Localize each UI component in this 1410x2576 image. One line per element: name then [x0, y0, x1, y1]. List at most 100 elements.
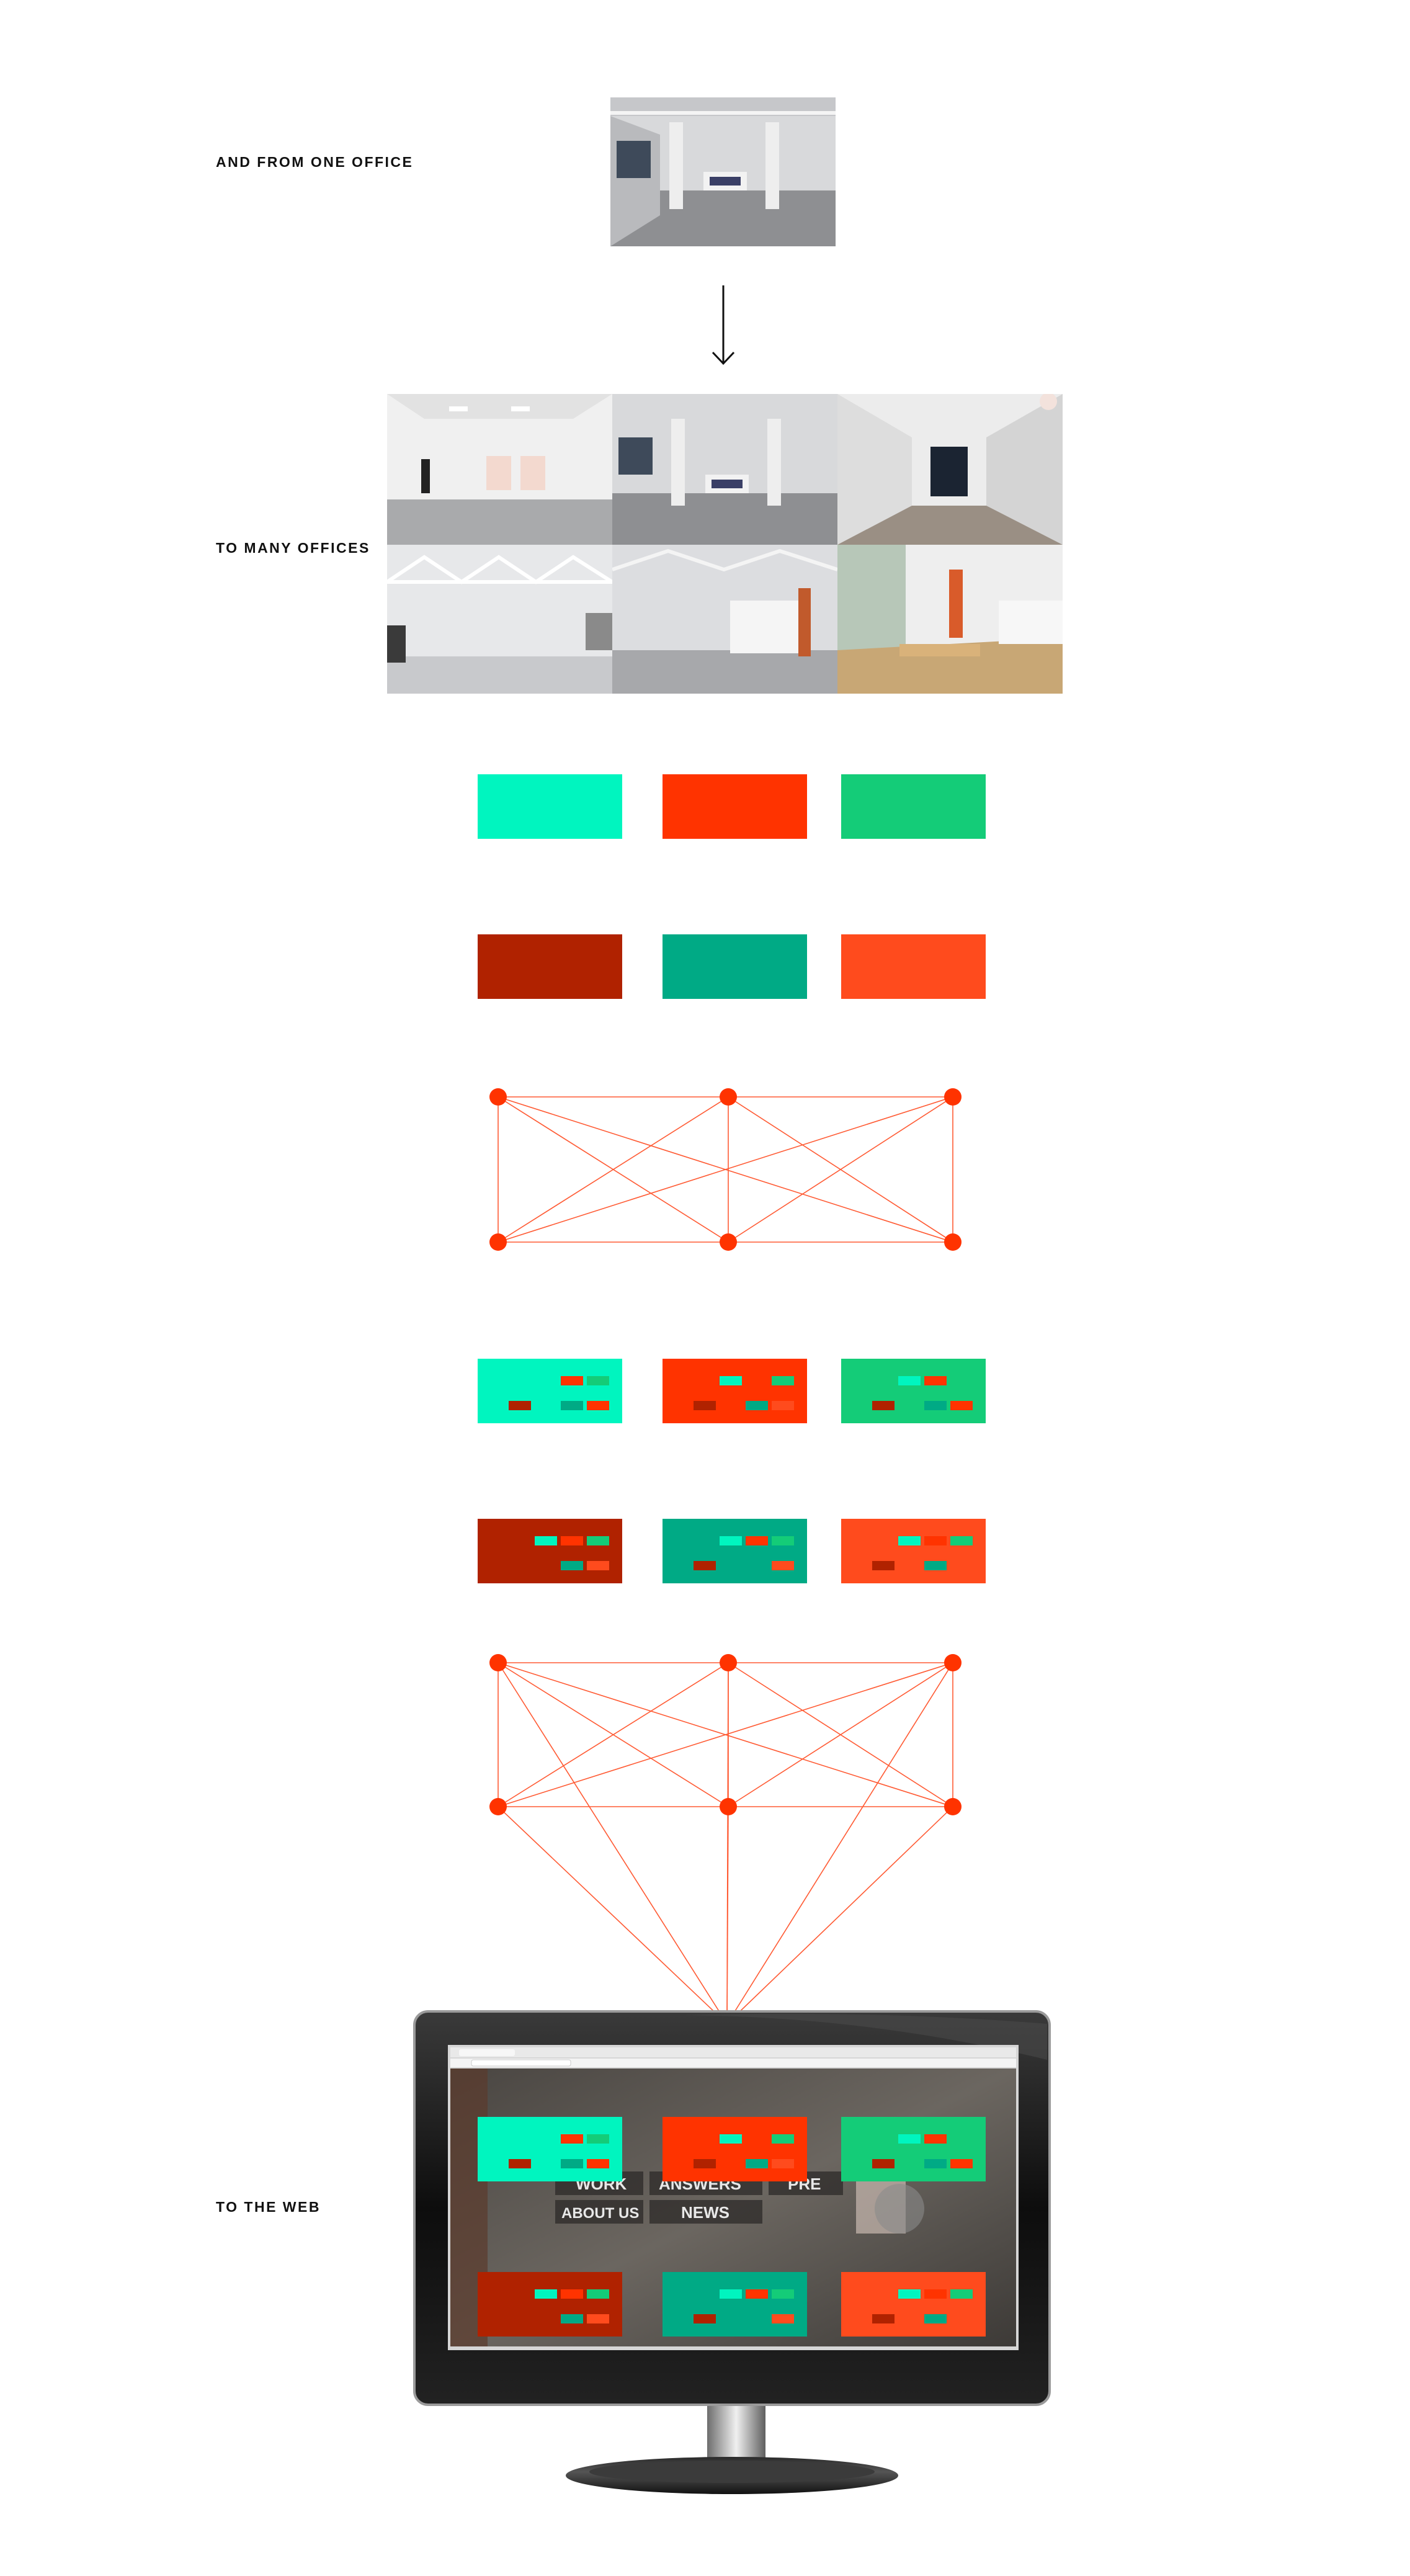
mini-swatch — [720, 2289, 742, 2299]
mini-swatch — [872, 1561, 895, 1570]
mini-swatch — [924, 2314, 947, 2323]
mini-swatch — [898, 1536, 921, 1545]
mini-swatch — [772, 1536, 794, 1545]
monitor-green-composite-swatch — [841, 2117, 986, 2181]
swatch-aqua — [478, 774, 622, 839]
network-node — [720, 1798, 737, 1815]
mini-swatch — [872, 1401, 895, 1410]
mini-swatch — [924, 2159, 947, 2168]
mini-swatch — [561, 2159, 583, 2168]
mini-swatch — [587, 2314, 609, 2323]
mini-swatch — [535, 1536, 557, 1545]
mini-swatch — [720, 1536, 742, 1545]
mini-swatch — [924, 1561, 947, 1570]
red-composite-swatch — [663, 1359, 807, 1423]
mini-swatch — [587, 2134, 609, 2144]
mini-swatch — [509, 2159, 531, 2168]
mini-swatch — [746, 1536, 768, 1545]
office-photo-main — [610, 97, 836, 246]
mini-swatch — [950, 1536, 973, 1545]
mini-swatch — [561, 2314, 583, 2323]
network-node — [489, 1798, 507, 1815]
monitor-aqua-composite-swatch — [478, 2117, 622, 2181]
aqua-composite-swatch — [478, 1359, 622, 1423]
teal-composite-swatch — [663, 1519, 807, 1583]
mini-swatch — [587, 2159, 609, 2168]
dark_red-composite-swatch — [478, 1519, 622, 1583]
mini-swatch — [872, 2314, 895, 2323]
swatch-green — [841, 774, 986, 839]
mini-swatch — [694, 1401, 716, 1410]
swatch-orange — [841, 934, 986, 999]
menu-news[interactable]: NEWS — [681, 2203, 730, 2222]
office-photo-5 — [612, 545, 837, 694]
mini-swatch — [587, 1536, 609, 1545]
mini-swatch — [924, 2289, 947, 2299]
swatch-red — [663, 774, 807, 839]
mini-swatch — [535, 2289, 557, 2299]
mini-swatch — [587, 1561, 609, 1570]
orange-composite-swatch — [841, 1519, 986, 1583]
office-photo-1 — [387, 394, 612, 545]
mini-swatch — [898, 2289, 921, 2299]
mini-swatch — [509, 1401, 531, 1410]
mini-swatch — [924, 1376, 947, 1385]
mini-swatch — [772, 2159, 794, 2168]
mini-swatch — [772, 1401, 794, 1410]
office-photo-2 — [612, 394, 837, 545]
monitor-teal-composite-swatch — [663, 2272, 807, 2337]
mini-swatch — [746, 2159, 768, 2168]
mini-swatch — [898, 1376, 921, 1385]
mini-swatch — [561, 2289, 583, 2299]
mini-swatch — [872, 2159, 895, 2168]
mini-swatch — [924, 2134, 947, 2144]
network-node — [944, 1233, 962, 1251]
mini-swatch — [772, 2314, 794, 2323]
monitor-dark_red-composite-swatch — [478, 2272, 622, 2337]
mini-swatch — [924, 1401, 947, 1410]
label-web: TO THE WEB — [216, 2199, 321, 2215]
mini-swatch — [746, 2289, 768, 2299]
network-node — [944, 1654, 962, 1671]
mini-swatch — [720, 1376, 742, 1385]
mini-swatch — [694, 1561, 716, 1570]
mini-swatch — [561, 1536, 583, 1545]
network-node — [720, 1088, 737, 1106]
mini-swatch — [746, 1401, 768, 1410]
mini-swatch — [561, 2134, 583, 2144]
menu-about-us[interactable]: ABOUT US — [561, 2205, 639, 2222]
office-photo-3 — [837, 394, 1063, 545]
mini-swatch — [772, 2289, 794, 2299]
mini-swatch — [772, 1376, 794, 1385]
network-node — [489, 1088, 507, 1106]
mini-swatch — [694, 2159, 716, 2168]
mini-swatch — [587, 1401, 609, 1410]
mini-swatch — [772, 2134, 794, 2144]
mini-swatch — [561, 1561, 583, 1570]
network-node — [489, 1233, 507, 1251]
mini-swatch — [694, 2314, 716, 2323]
mini-swatch — [950, 2289, 973, 2299]
monitor-orange-composite-swatch — [841, 2272, 986, 2337]
mini-swatch — [587, 1376, 609, 1385]
mini-swatch — [924, 1536, 947, 1545]
network-node — [720, 1654, 737, 1671]
monitor-red-composite-swatch — [663, 2117, 807, 2181]
label-many-offices: TO MANY OFFICES — [216, 540, 370, 556]
mini-swatch — [561, 1401, 583, 1410]
mini-swatch — [720, 2134, 742, 2144]
swatch-teal — [663, 934, 807, 999]
network-node — [720, 1233, 737, 1251]
mini-swatch — [772, 1561, 794, 1570]
mini-swatch — [587, 2289, 609, 2299]
mini-swatch — [898, 2134, 921, 2144]
green-composite-swatch — [841, 1359, 986, 1423]
label-one-office: AND FROM ONE OFFICE — [216, 154, 414, 170]
network-node — [944, 1798, 962, 1815]
office-photo-6 — [837, 545, 1063, 694]
